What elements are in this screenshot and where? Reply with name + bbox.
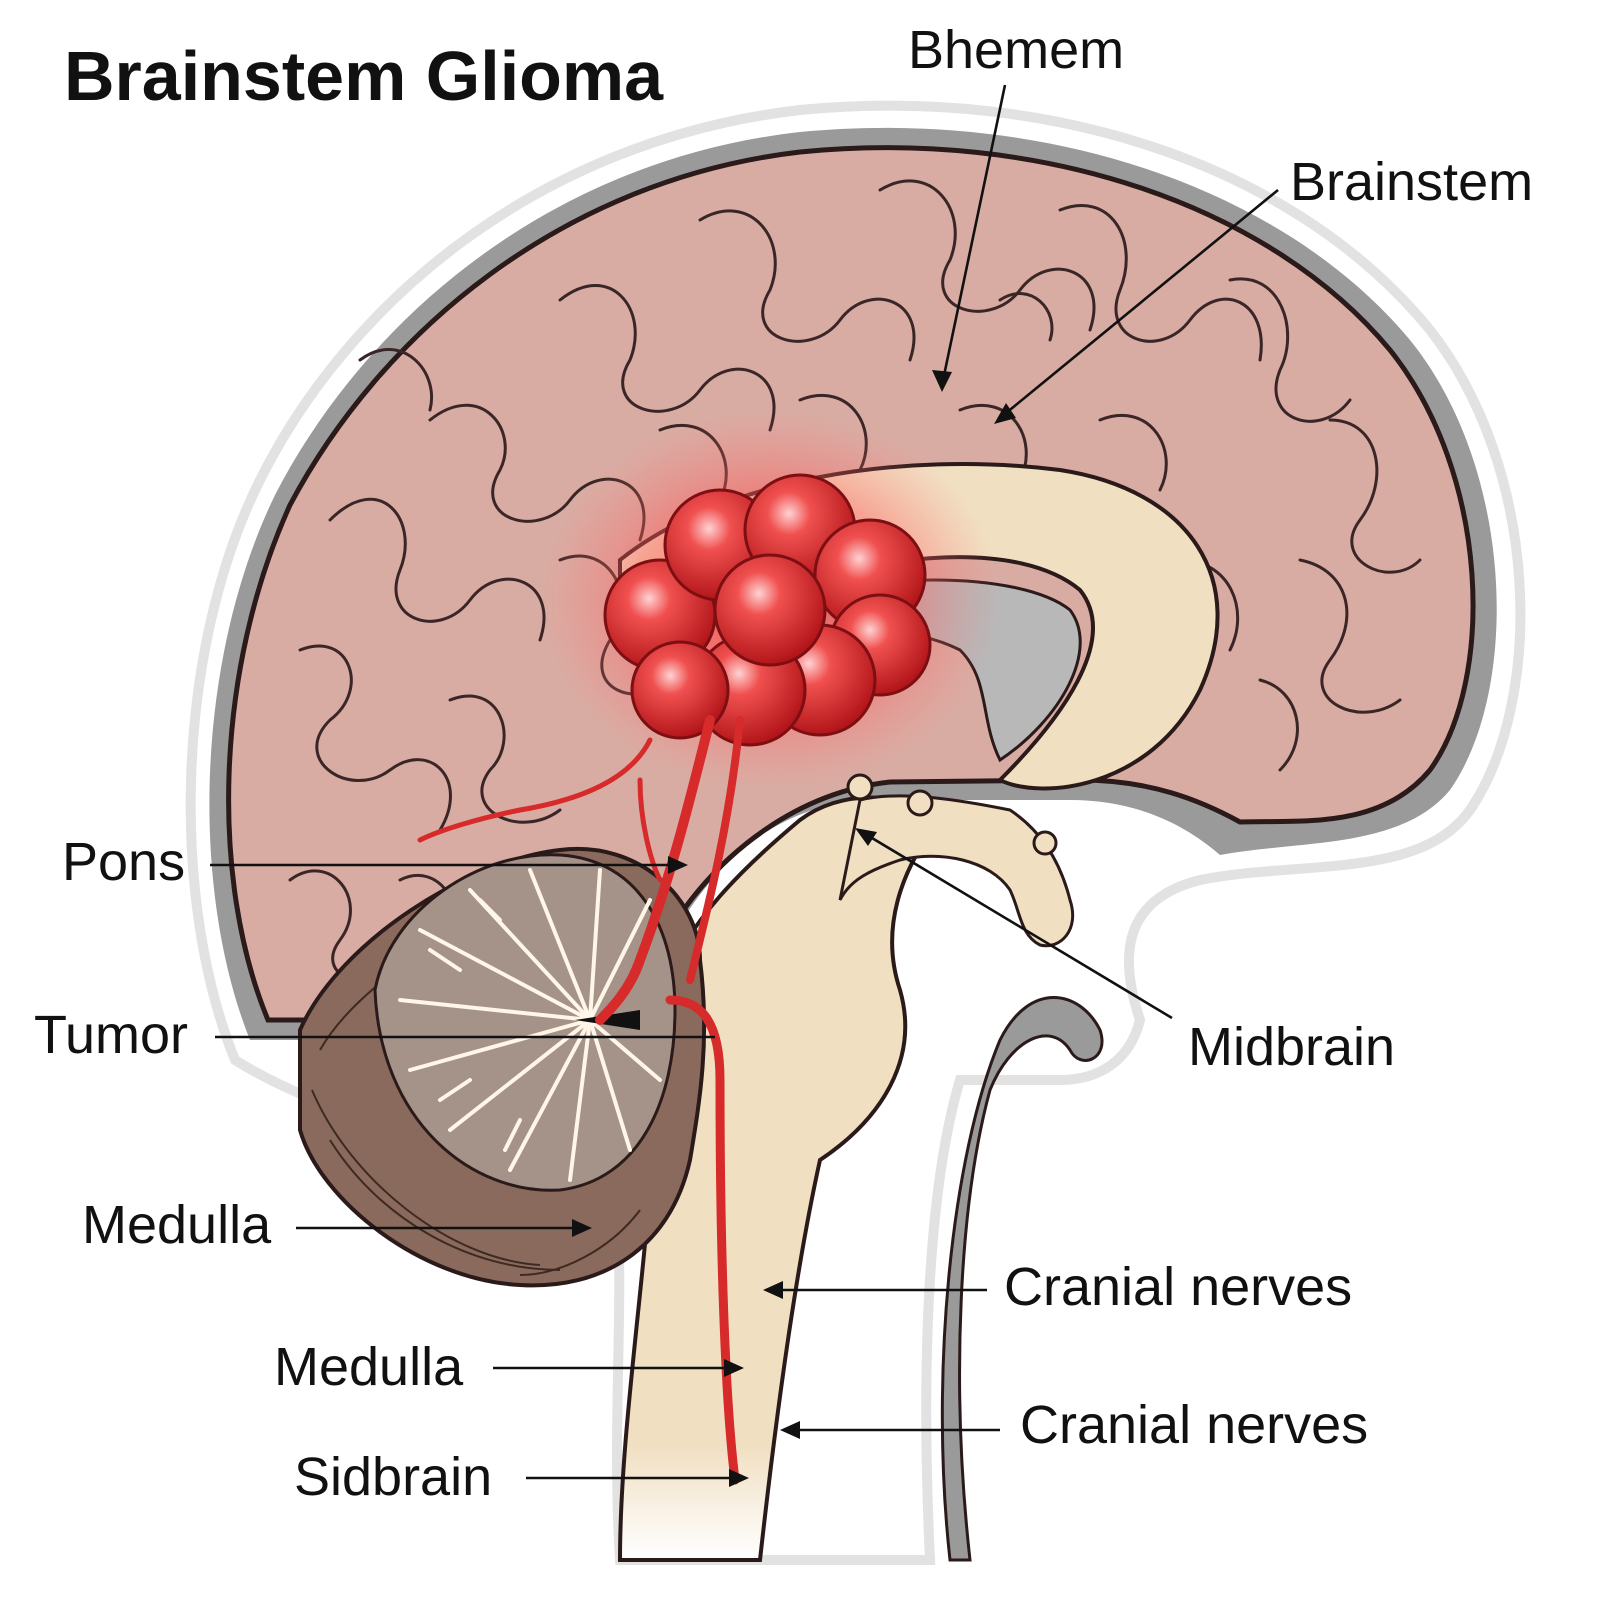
arrow-medulla-upper [572,1219,592,1237]
cerebellum-folia-rings [311,899,641,1276]
arbor-vitae-background [373,853,677,1192]
arrow-cranial-nerves-lower [780,1421,800,1439]
fourth-ventricle [575,1010,640,1030]
arrow-midbrain [855,828,877,846]
pituitary-node [1032,830,1058,856]
label-cranial-nerves-upper: Cranial nerves [1004,1257,1352,1317]
mammillary-body [846,773,874,801]
arbor-vitae [398,868,662,1182]
arrow-bhemem [932,370,952,392]
label-tumor: Tumor [34,1005,188,1065]
label-sidbrain: Sidbrain [294,1447,492,1507]
arrow-medulla-lower [724,1359,744,1377]
hypothalamus-region [838,794,1075,948]
label-cranial-nerves-lower: Cranial nerves [1020,1395,1368,1455]
leader-brainstem [999,188,1279,420]
label-brainstem: Brainstem [1290,152,1533,212]
leader-lines [210,84,1279,1487]
arrow-cranial-nerves-upper [763,1281,783,1299]
leader-midbrain [861,830,1173,1020]
label-midbrain: Midbrain [1188,1017,1395,1077]
pineal-body [906,789,934,817]
tumor-mass [603,473,932,747]
vessels [417,715,744,1485]
label-pons: Pons [62,832,185,892]
tentorium-arc [940,996,1104,1562]
arrow-brainstem [994,403,1016,424]
label-medulla-lower: Medulla [274,1337,464,1397]
label-bhemem: Bhemem [908,20,1124,80]
leader-bhemem [940,84,1007,386]
diagram-title: Brainstem Glioma [64,37,664,115]
arrow-pons [668,856,688,874]
label-medulla-upper: Medulla [82,1195,272,1255]
arrow-sidbrain [729,1469,749,1487]
